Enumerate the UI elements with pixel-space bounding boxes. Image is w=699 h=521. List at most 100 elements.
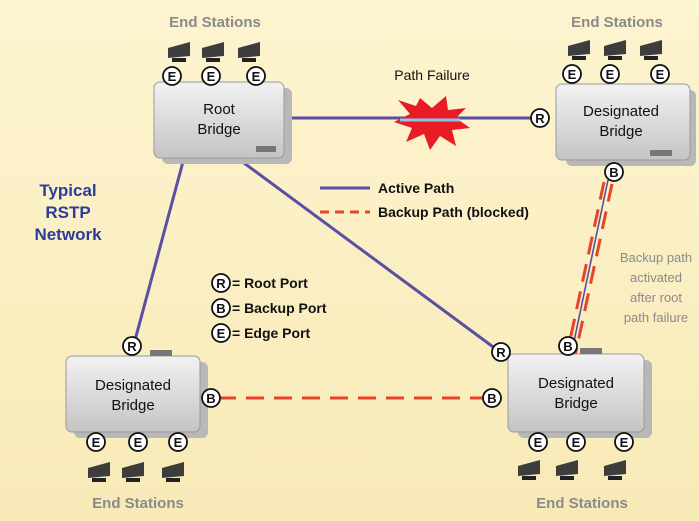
legend-edge-port-badge: E — [211, 323, 231, 343]
edge-port-badge: E — [600, 64, 620, 84]
end-station-icon — [640, 40, 662, 60]
edge-port-badge: E — [650, 64, 670, 84]
designated-bridge-bottom-right: Designated Bridge — [507, 348, 652, 438]
backup-port-badge: B — [201, 388, 221, 408]
diagram-title: Typical RSTP Network — [34, 181, 102, 244]
svg-text:B: B — [609, 165, 618, 180]
end-stations-label-bottom-right: End Stations — [536, 495, 628, 512]
edge-port-badge: E — [528, 432, 548, 452]
end-station-icon — [88, 462, 110, 482]
svg-text:R: R — [496, 345, 506, 360]
title-line-3: Network — [34, 225, 102, 244]
backup-port-badge: B — [604, 162, 624, 182]
edge-port-badge: E — [128, 432, 148, 452]
backup-note-line-3: after root — [630, 290, 682, 305]
path-legend: Active Path Backup Path (blocked) — [320, 180, 529, 220]
backup-path-right-vertical-b — [570, 183, 614, 371]
designated-bridge-br-line-2: Bridge — [554, 395, 597, 412]
edge-port-badge: E — [614, 432, 634, 452]
path-failure-label: Path Failure — [394, 67, 470, 83]
svg-text:B: B — [216, 301, 225, 316]
svg-text:E: E — [534, 435, 543, 450]
end-station-icon — [604, 40, 626, 60]
designated-bridge-top-right: Designated Bridge — [555, 83, 696, 166]
svg-text:E: E — [606, 67, 615, 82]
end-station-icon — [162, 462, 184, 482]
svg-text:E: E — [620, 435, 629, 450]
end-station-icon — [122, 462, 144, 482]
title-line-1: Typical — [39, 181, 96, 200]
svg-text:E: E — [572, 435, 581, 450]
edge-port-badge: E — [162, 66, 182, 86]
legend-root-port-badge: R — [211, 273, 231, 293]
end-station-icon — [568, 40, 590, 60]
backup-activated-note: Backup path activated after root path fa… — [620, 250, 692, 325]
svg-text:B: B — [206, 391, 215, 406]
svg-text:R: R — [127, 339, 137, 354]
end-stations-label-top-right: End Stations — [571, 14, 663, 31]
root-port-badge: R — [491, 342, 511, 362]
legend-backup-label: Backup Path (blocked) — [378, 204, 529, 220]
svg-text:E: E — [134, 435, 143, 450]
edge-port-badge: E — [562, 64, 582, 84]
active-path-root-to-left-bridge — [132, 157, 186, 345]
svg-text:E: E — [92, 435, 101, 450]
port-legend-root-label: = Root Port — [232, 275, 308, 291]
svg-text:E: E — [207, 69, 216, 84]
port-legend-backup-label: = Backup Port — [232, 300, 327, 316]
edge-port-badge: E — [168, 432, 188, 452]
svg-text:R: R — [535, 111, 545, 126]
backup-note-line-4: path failure — [624, 310, 688, 325]
designated-bridge-bl-line-2: Bridge — [111, 397, 154, 414]
legend-active-label: Active Path — [378, 180, 454, 196]
svg-text:E: E — [568, 67, 577, 82]
backup-port-badge: B — [482, 388, 502, 408]
designated-bridge-tr-line-1: Designated — [583, 103, 659, 120]
edge-port-badge: E — [566, 432, 586, 452]
root-port-badge: R — [530, 108, 550, 128]
active-path-root-to-bottom-right-bridge — [239, 158, 501, 354]
end-station-icon — [238, 42, 260, 62]
svg-text:E: E — [174, 435, 183, 450]
edge-port-badge: E — [86, 432, 106, 452]
svg-text:E: E — [217, 326, 226, 341]
end-station-icon — [168, 42, 190, 62]
end-stations-label-bottom-left: End Stations — [92, 495, 184, 512]
end-station-icon — [604, 460, 626, 480]
end-station-icon — [556, 460, 578, 480]
port-legend-edge-label: = Edge Port — [232, 325, 311, 341]
root-bridge: Root Bridge — [153, 81, 292, 164]
backup-note-line-1: Backup path — [620, 250, 692, 265]
end-station-icon — [202, 42, 224, 62]
edge-port-badge: E — [201, 66, 221, 86]
edge-port-badge: E — [246, 66, 266, 86]
designated-bridge-tr-line-2: Bridge — [599, 123, 642, 140]
end-station-icon — [518, 460, 540, 480]
legend-backup-port-badge: B — [211, 298, 231, 318]
backup-paths — [218, 181, 614, 400]
svg-text:E: E — [168, 69, 177, 84]
title-line-2: RSTP — [45, 203, 90, 222]
svg-text:B: B — [563, 339, 572, 354]
backup-note-line-2: activated — [630, 270, 682, 285]
end-stations-label-top-left: End Stations — [169, 14, 261, 31]
svg-text:E: E — [656, 67, 665, 82]
port-legend: RBE = Root Port = Backup Port = Edge Por… — [211, 273, 327, 343]
root-port-badge: R — [122, 336, 142, 356]
svg-text:E: E — [252, 69, 261, 84]
path-failure-burst — [394, 96, 470, 150]
end-station-icons — [88, 40, 662, 482]
root-bridge-line-2: Bridge — [197, 121, 240, 138]
svg-text:R: R — [216, 276, 226, 291]
root-bridge-line-1: Root — [203, 101, 236, 118]
designated-bridge-bl-line-1: Designated — [95, 377, 171, 394]
activated-backup-link — [567, 179, 609, 371]
designated-bridge-bottom-left: Designated Bridge — [65, 350, 208, 438]
svg-text:B: B — [487, 391, 496, 406]
designated-bridge-br-line-1: Designated — [538, 375, 614, 392]
backup-port-badge: B — [558, 336, 578, 356]
backup-path-right-vertical-a — [562, 181, 606, 369]
